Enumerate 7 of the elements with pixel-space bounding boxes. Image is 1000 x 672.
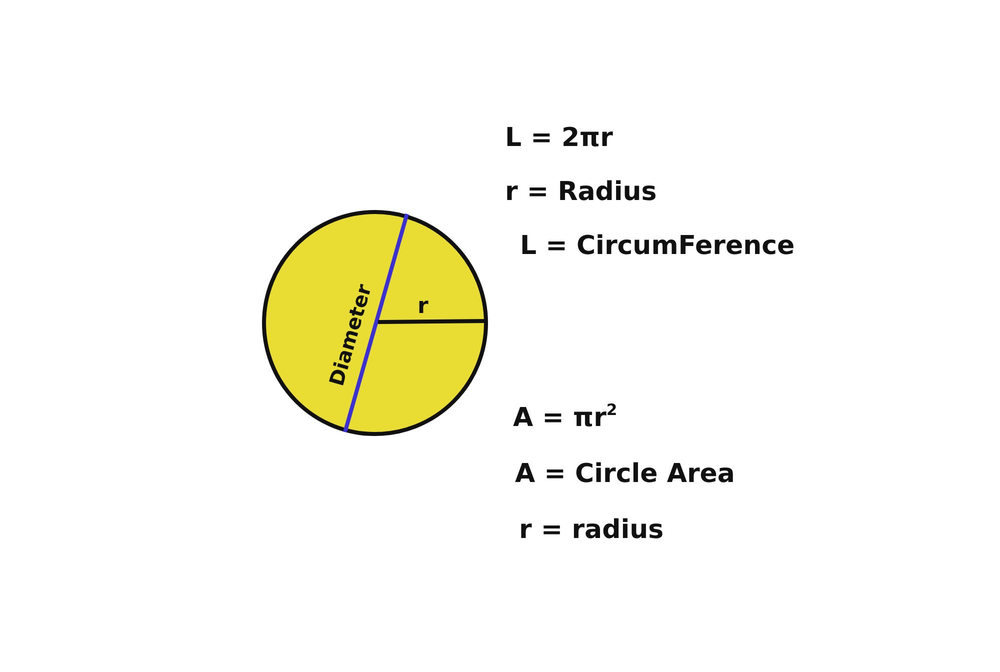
definition-text: r = radius — [519, 516, 664, 545]
definition-text: r = Radius — [505, 178, 657, 207]
formula-text: A = πr$^{2}$ — [513, 404, 618, 433]
radius-label: r — [418, 296, 428, 318]
definition-text: L = CircumFerence — [520, 232, 795, 261]
formula-text: L = 2πr — [505, 124, 613, 153]
definition-text: A = Circle Area — [515, 460, 735, 489]
